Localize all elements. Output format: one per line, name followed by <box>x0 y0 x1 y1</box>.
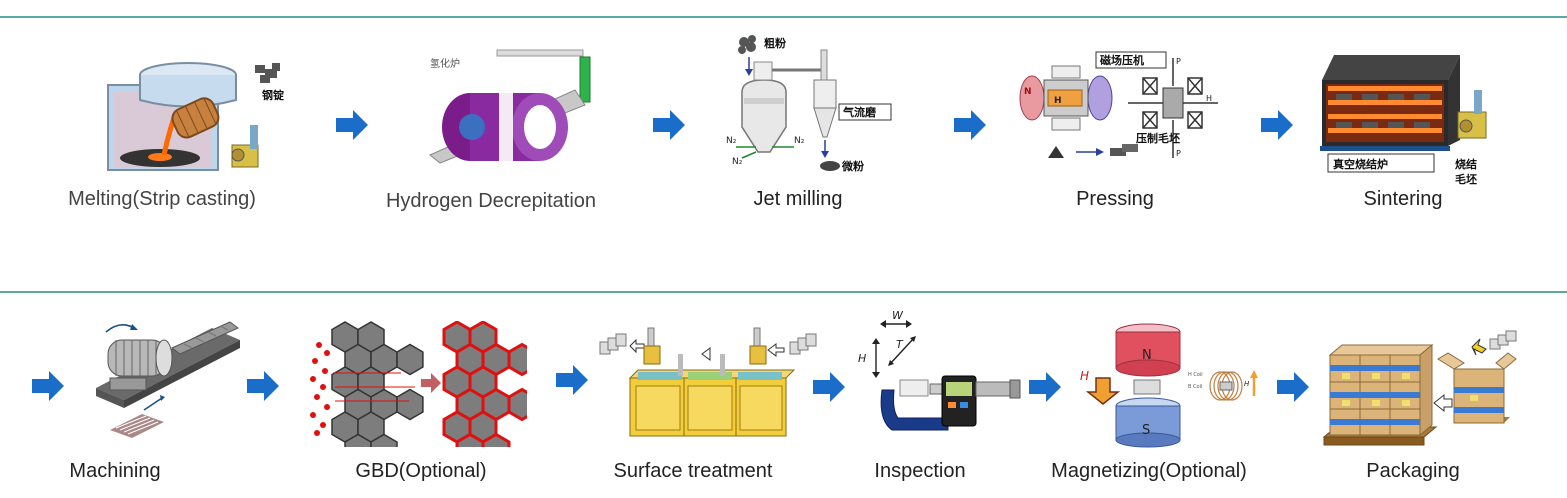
grain-hexagon <box>396 388 424 421</box>
tag-pressure-bottom: P <box>1176 149 1181 158</box>
step-jet-milling: 粗粉 微粉 气流磨 N₂ N₂ N₂ <box>724 32 894 177</box>
flow-arrow <box>1277 372 1309 402</box>
diffusion-dot <box>320 422 326 428</box>
step-surface-treatment <box>598 320 822 442</box>
tag-hydrogen-furnace: 氢化炉 <box>430 57 460 70</box>
tag-pressed-blank: 压制毛坯 <box>1136 131 1180 145</box>
flow-arrow <box>954 110 986 140</box>
grain-hexagon <box>396 343 424 376</box>
tag-field-h-2: H <box>1206 94 1212 103</box>
label-melting: Melting(Strip casting) <box>68 188 256 210</box>
tag-pressure-top: P <box>1176 57 1181 66</box>
melting-furnace-illustration: 钢锭 <box>107 62 285 171</box>
grain-hexagon <box>370 433 398 447</box>
tag-pole-north: N <box>1142 348 1152 363</box>
tag-field-h: H <box>1054 96 1062 106</box>
diffusion-dot <box>316 342 322 348</box>
grain-hexagon <box>507 342 527 377</box>
tag-nitrogen-3: N₂ <box>732 157 743 167</box>
label-magnetizing: Magnetizing(Optional) <box>1051 460 1247 482</box>
top-divider <box>0 16 1567 18</box>
tag-blank: 毛坯 <box>1455 172 1477 186</box>
label-hydrogen: Hydrogen Decrepitation <box>385 190 597 212</box>
step-hydrogen: 氢化炉 <box>425 45 605 165</box>
magnetic-press-illustration: 磁场压机 N H P P H 压制毛坯 <box>1019 51 1218 158</box>
flow-arrow <box>653 110 685 140</box>
tag-sintered: 烧结 <box>1455 157 1477 171</box>
diffusion-dot <box>322 368 328 374</box>
packaging-illustration <box>1322 330 1517 446</box>
label-jet-milling: Jet milling <box>753 188 843 210</box>
grain-hexagon <box>481 432 511 447</box>
vacuum-sintering-furnace-illustration: 真空烧结炉 烧结 毛坯 <box>1320 55 1487 186</box>
flow-arrow <box>32 371 64 401</box>
step-inspection: W H T <box>852 309 1022 450</box>
tag-pole-n: N <box>1024 87 1032 97</box>
machining-illustration <box>96 321 240 438</box>
step-magnetizing: N S H H Coil B Coil H <box>1076 322 1266 448</box>
magnetizer-illustration: N S H H Coil B Coil H <box>1080 323 1258 448</box>
flow-arrow <box>1261 110 1293 140</box>
tag-b-coil: B Coil <box>1188 384 1202 390</box>
tag-thickness: T <box>896 338 904 351</box>
diffusion-dot <box>314 394 320 400</box>
tag-ingot: 钢锭 <box>262 88 285 102</box>
flow-arrow <box>813 372 845 402</box>
tag-height: H <box>858 352 866 365</box>
tag-nitrogen-2: N₂ <box>794 136 805 146</box>
label-surface-treatment: Surface treatment <box>613 460 773 482</box>
grain-hexagon <box>507 387 527 422</box>
surface-treatment-tanks-illustration <box>599 327 817 437</box>
step-melting: 钢锭 <box>100 45 300 175</box>
diffusion-dot <box>324 404 330 410</box>
step-packaging <box>1320 325 1520 449</box>
diffusion-dot <box>310 412 316 418</box>
step-pressing: 磁场压机 N H P P H 压制毛坯 <box>1018 48 1223 173</box>
hydrogen-furnace-illustration: 氢化炉 <box>429 49 591 164</box>
label-gbd: GBD(Optional) <box>355 460 487 482</box>
label-inspection: Inspection <box>874 460 966 482</box>
tag-width: W <box>892 309 904 322</box>
gbd-illustration <box>310 321 527 447</box>
tag-field-h-small: H <box>1244 380 1250 388</box>
diffusion-dot <box>310 376 316 382</box>
tag-magnetic-press: 磁场压机 <box>1100 53 1144 67</box>
jet-mill-illustration: 粗粉 微粉 气流磨 N₂ N₂ N₂ <box>726 35 892 173</box>
flow-arrow <box>247 371 279 401</box>
flow-arrow <box>556 365 588 395</box>
diffusion-dot <box>324 350 330 356</box>
flow-arrow <box>1029 372 1061 402</box>
flow-arrow <box>336 110 368 140</box>
tag-fine-powder: 微粉 <box>841 159 864 173</box>
diffusion-dot <box>314 430 320 436</box>
label-pressing: Pressing <box>1076 188 1154 210</box>
micrometer-illustration: W H T <box>858 309 1021 431</box>
diffusion-dot <box>320 384 326 390</box>
tag-vacuum-sintering-furnace: 真空烧结炉 <box>1333 157 1388 171</box>
gbd-transition-arrow <box>421 373 441 393</box>
step-sintering: 真空烧结炉 烧结 毛坯 <box>1320 50 1504 190</box>
middle-divider <box>0 291 1567 293</box>
step-machining <box>92 318 242 446</box>
label-packaging: Packaging <box>1366 460 1460 482</box>
tag-h-coil: H Coil <box>1188 372 1203 378</box>
diffusion-dot <box>312 358 318 364</box>
label-machining: Machining <box>69 460 161 482</box>
tag-nitrogen-1: N₂ <box>726 136 737 146</box>
tag-pole-south: S <box>1142 423 1150 438</box>
tag-field-h: H <box>1080 369 1089 383</box>
label-sintering: Sintering <box>1363 188 1443 210</box>
tag-coarse-powder: 粗粉 <box>764 36 786 50</box>
tag-jet-mill: 气流磨 <box>842 105 877 119</box>
